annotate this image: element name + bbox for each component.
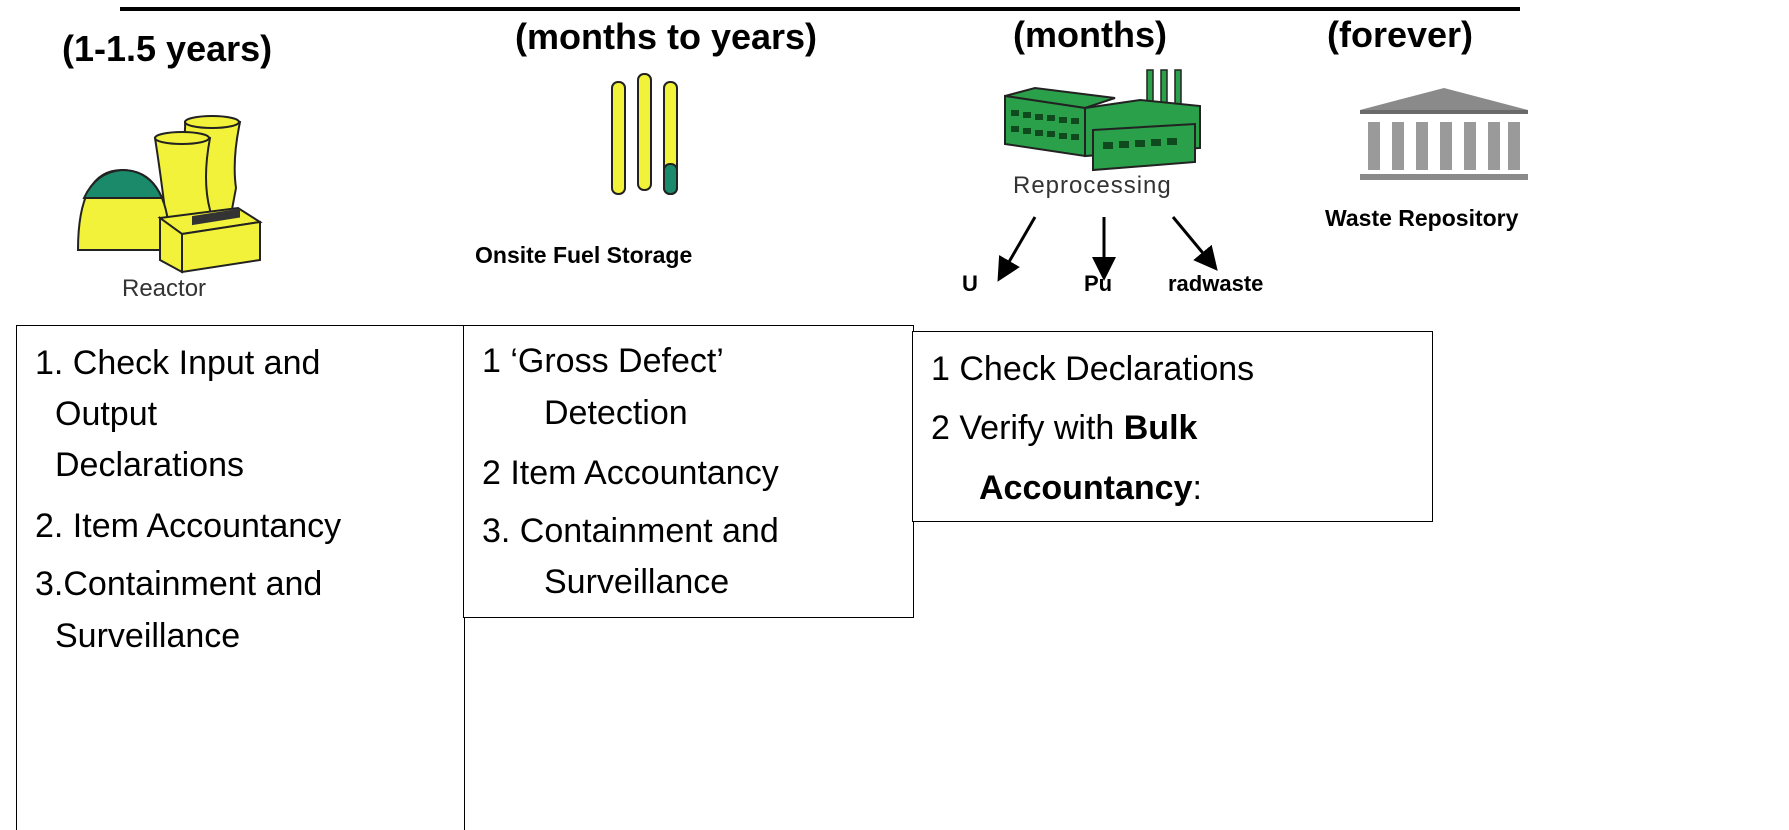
output-radwaste: radwaste (1168, 271, 1264, 296)
caption-reprocessing: Reprocessing (1013, 172, 1172, 199)
duration-reprocessing: (months) (1013, 14, 1167, 55)
reactor-measure-line: 3.Containment and (35, 565, 323, 603)
reprocessing-measure-line: 1 Check Declarations (931, 350, 1255, 388)
storage-measure-line: Detection (544, 394, 688, 432)
reactor-measure-line: Surveillance (55, 617, 241, 655)
reactor-icon (76, 115, 263, 274)
output-u: U (962, 271, 978, 296)
storage-measures-box: 1 ‘Gross Defect’ Detection 2 Item Accoun… (463, 325, 914, 618)
colon-text: : (1192, 469, 1202, 507)
output-pu: Pu (1084, 271, 1113, 296)
storage-measure-line: 3. Containment and (482, 512, 779, 550)
reprocessing-measures-box: 1 Check Declarations 2 Verify with Bulk … (912, 331, 1433, 522)
storage-measure-line: 2 Item Accountancy (482, 454, 779, 492)
accountancy-text: Accountancy (979, 469, 1193, 507)
fuel-rods-icon (611, 73, 678, 195)
top-rule (120, 7, 1520, 11)
factory-icon (1004, 69, 1201, 172)
output-arrows (997, 216, 1218, 282)
reactor-measure-line: 1. Check Input and (35, 344, 321, 382)
reactor-measure-line: 2. Item Accountancy (35, 507, 342, 545)
reprocessing-measure-line: Accountancy: (979, 469, 1202, 508)
caption-reactor: Reactor (122, 275, 207, 302)
verify-text: 2 Verify with (931, 409, 1124, 447)
arrow-radwaste (1171, 216, 1218, 271)
caption-repository: Waste Repository (1325, 205, 1519, 231)
storage-measure-line: Surveillance (544, 563, 730, 601)
caption-storage: Onsite Fuel Storage (475, 242, 693, 268)
reprocessing-measure-line: 2 Verify with Bulk (931, 409, 1197, 448)
storage-measure-line: 1 ‘Gross Defect’ (482, 342, 724, 380)
duration-repository: (forever) (1327, 14, 1474, 55)
duration-storage: (months to years) (515, 16, 818, 57)
bulk-text: Bulk (1123, 409, 1198, 447)
reactor-measure-line: Declarations (55, 446, 244, 484)
duration-reactor: (1-1.5 years) (62, 28, 273, 69)
arrow-u (997, 216, 1037, 282)
repository-icon (1360, 88, 1528, 180)
reactor-measure-line: Output (55, 395, 158, 433)
reactor-measures-box: 1. Check Input and Output Declarations 2… (16, 325, 465, 830)
